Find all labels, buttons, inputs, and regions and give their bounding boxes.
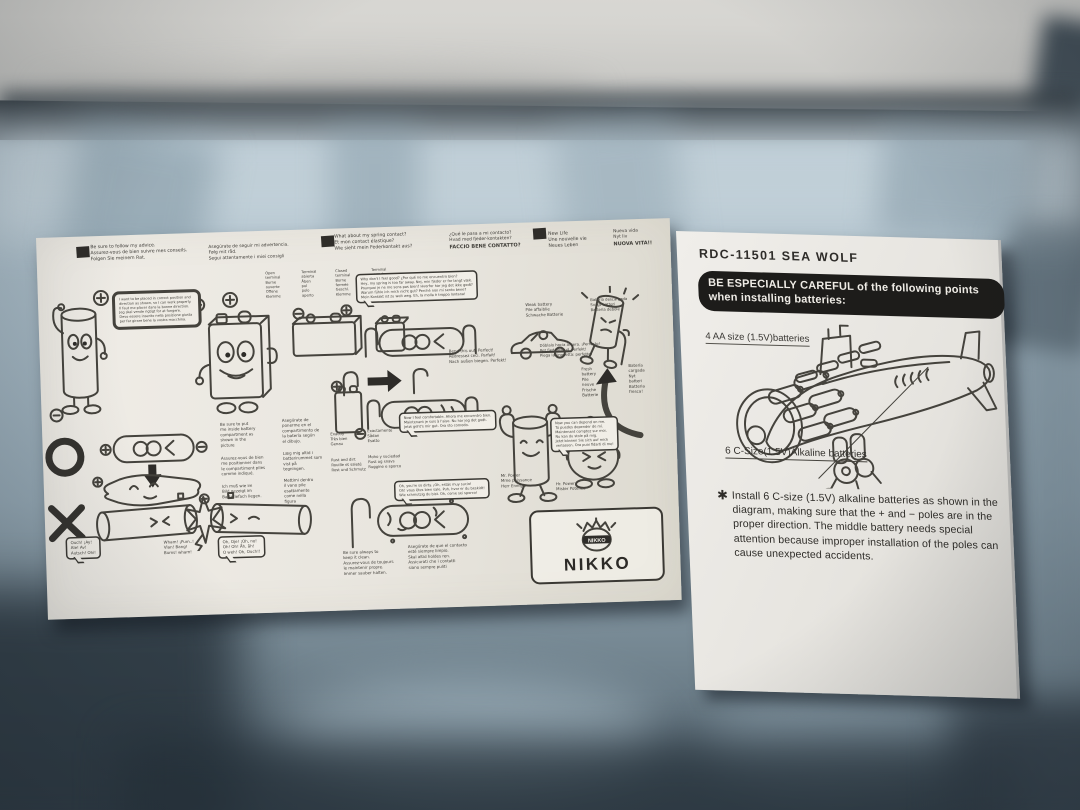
muscle-battery-character — [498, 403, 562, 504]
battery-correct-orientation — [99, 433, 208, 464]
speech-bubble: I want to be placed in correct position … — [111, 288, 202, 331]
star-bullet: ✱ — [716, 487, 729, 503]
speech-bubble: Oh, you're so dirty. ¡Oh, estás muy suci… — [393, 477, 491, 502]
text-block: Bend this out. Perfect!Redressez ceci. P… — [448, 347, 507, 364]
section-bullet — [76, 246, 90, 258]
nine-volt-vertical-battery — [330, 380, 367, 440]
nikko-logo-box: NIKKO NIKKO — [528, 506, 666, 585]
correct-circle-symbol — [45, 437, 85, 477]
race-car-drawing — [510, 330, 574, 360]
weak-battery-character — [579, 285, 640, 369]
nikko-emblem-icon: NIKKO — [576, 516, 617, 552]
installation-note: ✱ Install 6 C-size (1.5V) alkaline batte… — [716, 487, 1016, 567]
text-block: Be sure to follow my advice.Assurez-vous… — [90, 242, 188, 262]
aa-battery-character — [49, 289, 109, 423]
speech-bubble: Ouch! ¡Ay!Aïe! Av!Autsch! Ohi! — [65, 536, 102, 560]
submarine-diagram — [736, 324, 998, 494]
wrong-cross-symbol — [48, 504, 86, 543]
sheet-wrinkle — [875, 123, 1035, 247]
colliding-batteries — [96, 491, 312, 555]
bend-spring-diagram — [342, 367, 429, 397]
multilingual-instruction-sheet: NIKKO NIKKO Be sure to follow my advice.… — [36, 218, 682, 620]
text-block: NUOVA VITA!! — [613, 240, 653, 247]
text-block: Asegúrate de seguir mi advertencia.Følg … — [208, 242, 289, 262]
text-block: Dóblalo hacia afuera. ¡Perfecto!Ret fjed… — [539, 341, 601, 358]
sheet-wrinkle — [1005, 230, 1080, 700]
model-title: RDC-11501 SEA WOLF — [698, 246, 859, 266]
speech-bubble: Now I feel comfortable. Ahora me encuent… — [398, 409, 497, 434]
battery-with-spring-contacts — [364, 324, 477, 358]
sea-wolf-battery-note-sheet: RDC-11501 SEA WOLF BE ESPECIALLY CAREFUL… — [676, 231, 1021, 699]
text-block: What about my spring contact?Et mon cont… — [334, 231, 413, 252]
section-bullet — [532, 227, 547, 240]
speech-bubble: Now you can depend on me.Tú puedes depen… — [549, 415, 619, 453]
nine-volt-character — [191, 291, 278, 415]
left-sheet-blocks: Be sure to follow my advice.Assurez-vous… — [36, 218, 682, 620]
text-block: Wham! ¡Pum..!Vlan! Bang!Bums! wham! — [163, 539, 194, 556]
sheet-shadow — [120, 738, 1020, 810]
speech-bubble: Oh, Oje! ¡Oh, no!Oh! Oh! Åh, åh!O weh! O… — [217, 534, 266, 560]
text-block: FACCIO BENE CONTATTO? — [449, 242, 521, 251]
svg-text:NIKKO: NIKKO — [588, 537, 607, 544]
section-bullet — [320, 235, 335, 248]
installation-note-text: Install 6 C-size (1.5V) alkaline batteri… — [731, 489, 999, 563]
sheet-shadow — [950, 700, 1080, 810]
nine-volt-battery-drawing — [291, 304, 363, 357]
speech-bubble: Why don't I feel good? ¿Por qué no me en… — [355, 270, 479, 304]
warning-banner: BE ESPECIALLY CAREFUL of the following p… — [697, 270, 1006, 319]
dirty-battery-with-spring — [350, 497, 470, 549]
